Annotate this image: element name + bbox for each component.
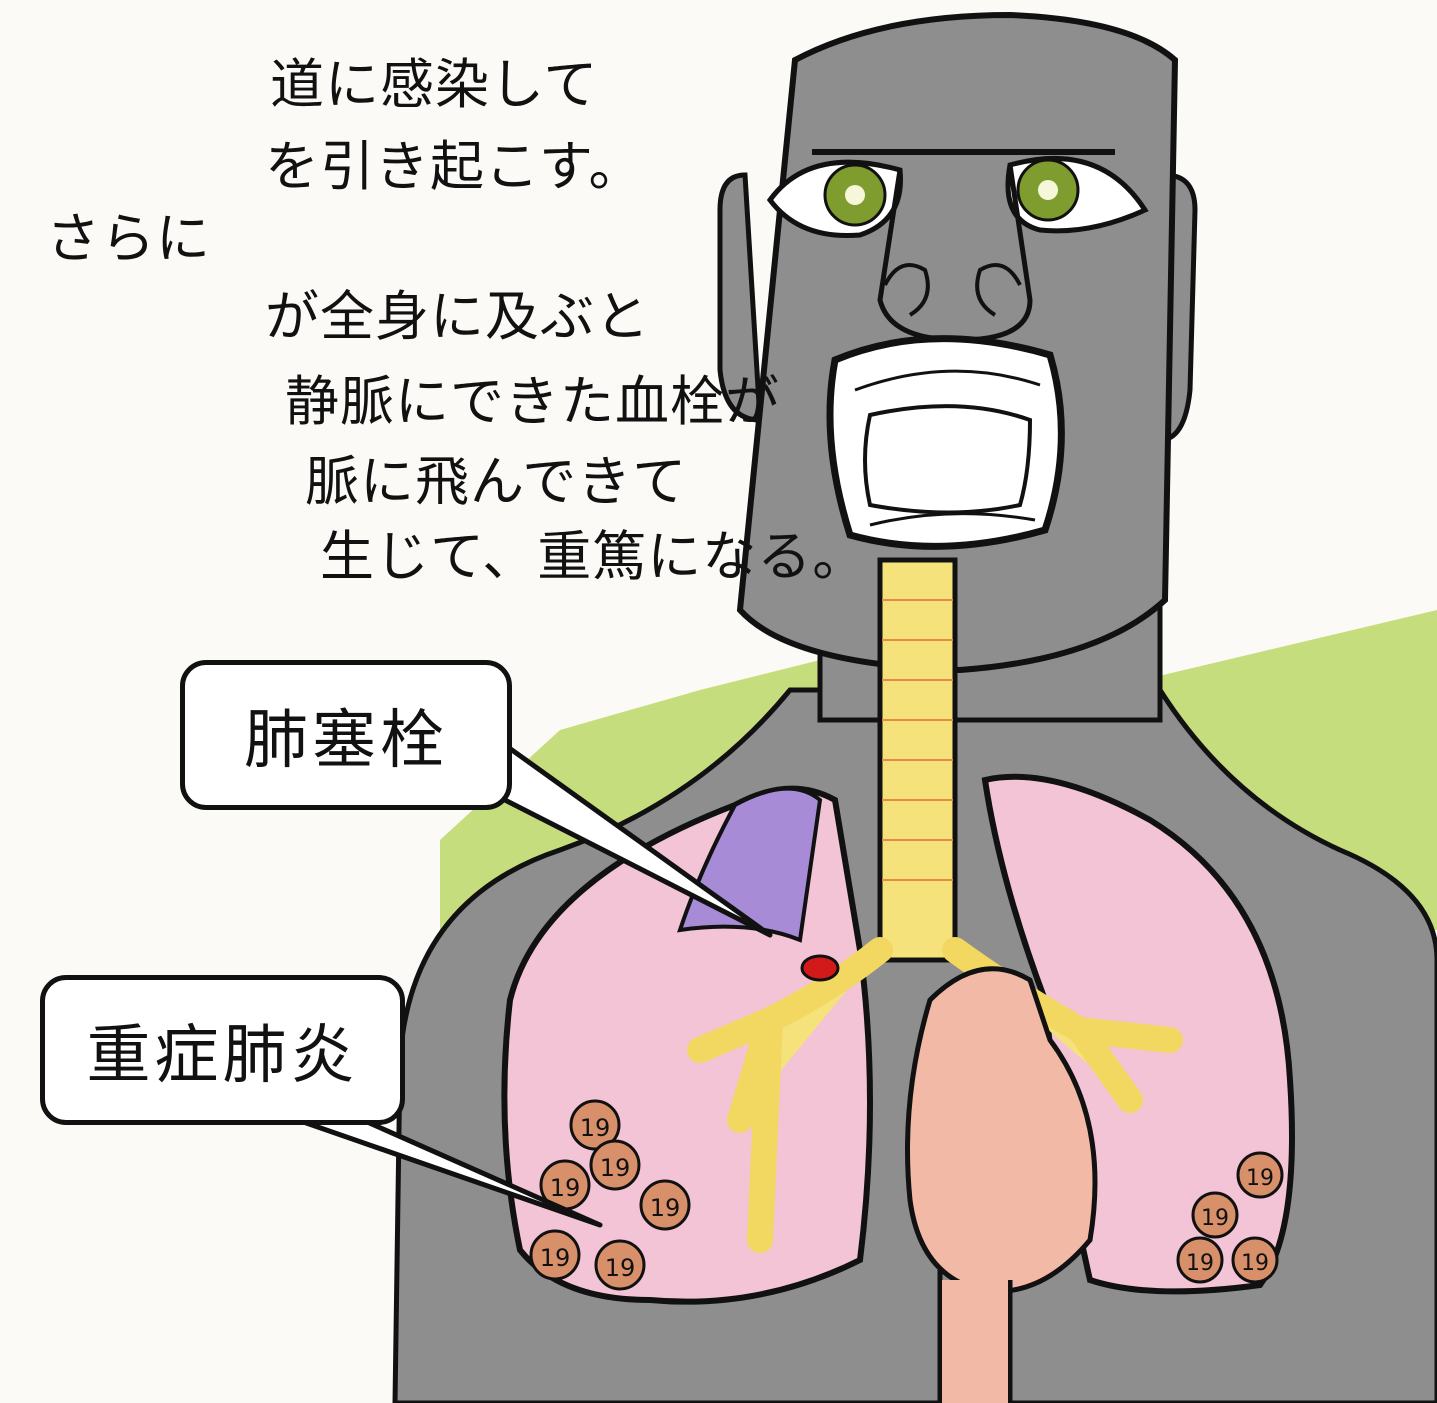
- heart: [905, 966, 1098, 1294]
- virus-particle: 19: [569, 1099, 621, 1151]
- svg-text:19: 19: [1241, 1251, 1269, 1276]
- right-eye: [1005, 156, 1149, 234]
- intro-line: 脈に飛んできて: [305, 450, 688, 513]
- intro-line: を引き起こす。: [265, 135, 644, 198]
- severe-pneumonia-callout: 重症肺炎: [40, 975, 405, 1125]
- blood-clot: [800, 954, 840, 982]
- svg-text:19: 19: [1186, 1251, 1214, 1276]
- virus-particle: 19: [639, 1179, 691, 1231]
- svg-text:19: 19: [1246, 1166, 1274, 1191]
- virus-cluster-left: 19 19 19 19: [1176, 1151, 1284, 1284]
- svg-text:19: 19: [580, 1114, 611, 1142]
- pulmonary-embolism-callout: 肺塞栓: [180, 660, 512, 810]
- svg-text:19: 19: [650, 1194, 681, 1222]
- aorta: [937, 1270, 1013, 1403]
- virus-particle: 19: [539, 1159, 591, 1211]
- virus-particle: 19: [1231, 1236, 1279, 1284]
- virus-particle: 19: [1176, 1236, 1224, 1284]
- virus-particle: 19: [1236, 1151, 1284, 1199]
- virus-particle: 19: [529, 1229, 581, 1281]
- svg-text:19: 19: [605, 1254, 636, 1282]
- svg-text:19: 19: [540, 1244, 571, 1272]
- moai-mouth: [826, 335, 1065, 550]
- intro-line: が全身に及ぶと: [265, 285, 650, 348]
- svg-text:19: 19: [1201, 1206, 1229, 1231]
- virus-particle: 19: [1191, 1191, 1239, 1239]
- svg-text:19: 19: [550, 1174, 581, 1202]
- intro-line: 生じて、重篤になる。: [320, 525, 868, 588]
- intro-line: 静脈にできた血栓が: [285, 370, 780, 433]
- virus-particle: 19: [594, 1239, 646, 1291]
- virus-cluster-right: 19 19 19 19 19 19: [529, 1099, 691, 1291]
- virus-particle: 19: [589, 1139, 641, 1191]
- svg-text:19: 19: [600, 1154, 631, 1182]
- moai-left-ear: [717, 172, 763, 423]
- intro-line: 道に感染して: [270, 53, 599, 116]
- intro-line: さらに: [46, 207, 211, 270]
